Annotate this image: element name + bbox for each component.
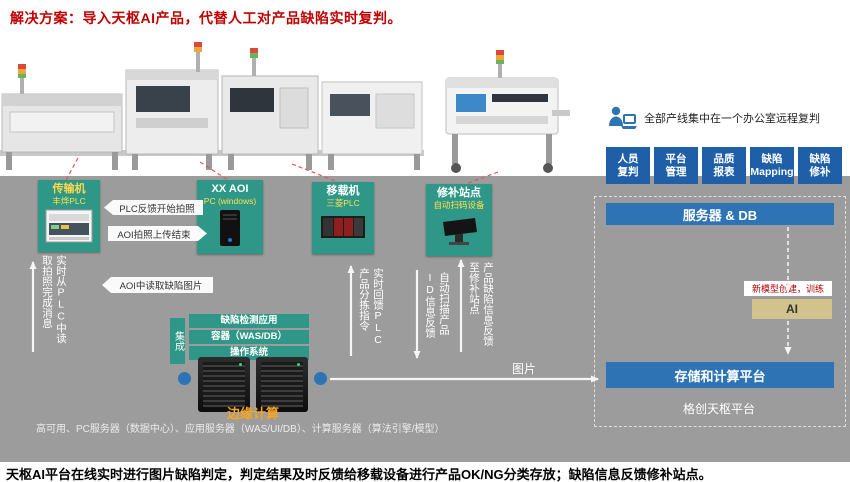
integration-label: 集成	[172, 331, 184, 351]
server-db-box: 服务器 & DB	[606, 203, 834, 225]
edge-server-rack-2	[256, 357, 308, 412]
barcode-scanner-icon	[443, 218, 477, 245]
station-conveyor: 传输机 丰烨PLC	[38, 180, 100, 252]
remote-operator-icon	[609, 106, 637, 129]
stack-container: 容器（WAS/DB）	[189, 330, 309, 344]
edge-link-node-right	[314, 372, 327, 385]
edge-server-rack-1	[198, 357, 250, 412]
stack-os: 操作系统	[189, 346, 309, 360]
remote-review-note: 全部产线集中在一个办公室远程复判	[606, 104, 846, 132]
platform-name-label: 格创天枢平台	[682, 402, 755, 416]
pc-tower-image	[197, 208, 263, 248]
remote-review-label: 全部产线集中在一个办公室远程复判	[644, 113, 820, 125]
edge-software-stack: 缺陷检测应用 容器（WAS/DB） 操作系统	[189, 314, 309, 362]
station-aoi: XX AOI PC (windows)	[197, 180, 263, 254]
scanner-device-image	[426, 212, 492, 246]
station-name: 传输机	[52, 183, 86, 195]
ai-engine-box: AI	[752, 299, 832, 319]
storage-compute-box: 存储和计算平台	[606, 362, 834, 388]
mitsubishi-plc-image	[312, 210, 374, 244]
flow-defect-to-repair: 产品缺陷信息反馈至修补站点	[468, 262, 494, 346]
repair-station-photo	[432, 50, 572, 176]
plc-device-image	[38, 208, 100, 244]
tab-platform-management: 平台管理	[654, 147, 698, 184]
flow-read-plc-message: 实时从PLC中读取拍照完成消息	[41, 255, 67, 344]
image-transfer-label: 图片	[512, 362, 537, 376]
flow-sorting-command: 实时回馈PLC产品分拣指令	[358, 268, 384, 346]
production-line-photo	[0, 42, 430, 176]
production-line-illustration	[0, 42, 430, 176]
tab-defect-repair: 缺陷修补	[798, 147, 842, 184]
station-name: XX AOI	[211, 183, 249, 195]
integration-tag: 集成	[170, 318, 185, 364]
pc-tower-icon	[220, 210, 240, 246]
station-name: 移载机	[326, 185, 360, 197]
edge-hardware-caption: 高可用、PC服务器（数据中心）、应用服务器（WAS/UI/DB）、计算服务器（算…	[36, 424, 445, 435]
station-subtitle: PC (windows)	[203, 196, 257, 206]
station-name: 修补站点	[437, 187, 481, 199]
slide-title: 解决方案：导入天枢AI产品，代替人工对产品缺陷实时复判。	[10, 10, 402, 26]
stack-defect-app: 缺陷检测应用	[189, 314, 309, 328]
fengye-plc-icon	[45, 209, 93, 243]
tianshu-platform-panel	[594, 196, 846, 427]
station-subtitle: 三菱PLC	[326, 198, 360, 208]
station-transfer: 移载机 三菱PLC	[312, 182, 374, 254]
footer-description: 天枢AI平台在线实时进行图片缺陷判定，判定结果及时反馈给移载设备进行产品OK/N…	[6, 467, 712, 482]
edge-computing-label: 边缘计算	[226, 406, 279, 421]
tab-quality-report: 品质报表	[702, 147, 746, 184]
tab-personnel-review: 人员复判	[606, 147, 650, 184]
repair-station-illustration	[432, 50, 572, 176]
station-subtitle: 自动扫码设备	[433, 200, 485, 210]
flow-aoi-read-images: AOI中读取缺陷图片	[102, 277, 213, 293]
model-training-note: 新模型创建，训练	[744, 281, 832, 296]
station-subtitle: 丰烨PLC	[52, 196, 86, 206]
flow-scan-id-feedback: 自动扫描产品ID信息反馈	[424, 272, 450, 338]
mitsubishi-plc-icon	[321, 216, 365, 238]
flow-plc-start-photo: PLC反馈开始拍照	[104, 200, 203, 215]
edge-link-node-left	[178, 372, 191, 385]
station-repair: 修补站点 自动扫码设备	[426, 184, 492, 256]
flow-aoi-upload-done: AOI拍照上传结束	[108, 226, 207, 241]
